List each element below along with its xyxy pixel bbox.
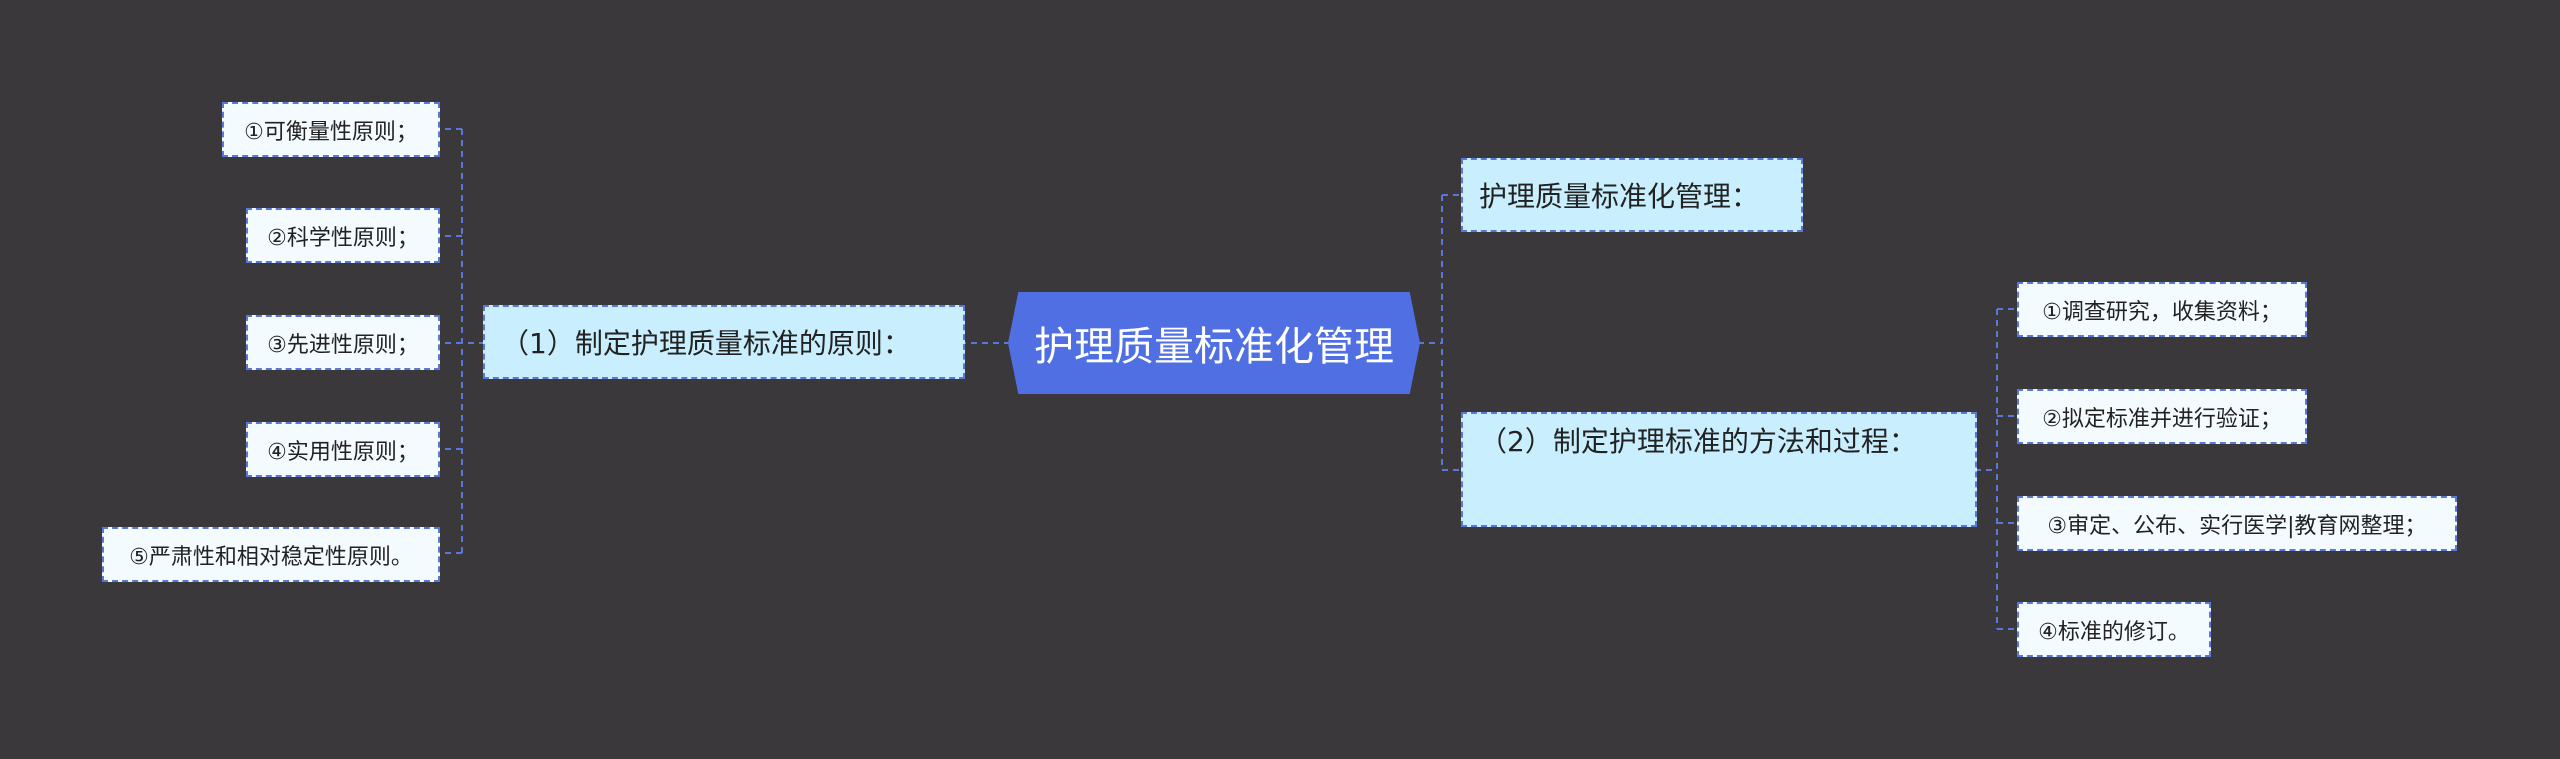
root-topic-label: 护理质量标准化管理: [1034, 324, 1394, 370]
left-branch-label: （1）制定护理质量标准的原则：: [501, 327, 911, 360]
left-leaf-1[interactable]: ①可衡量性原则；: [222, 102, 440, 157]
right-leaf-4[interactable]: ④标准的修订。: [2017, 602, 2211, 657]
left-leaf-label: ④实用性原则；: [267, 439, 419, 465]
left-leaf-label: ①可衡量性原则；: [244, 119, 418, 145]
left-leaf-2[interactable]: ②科学性原则；: [246, 208, 440, 263]
right-leaf-label: ④标准的修订。: [2038, 619, 2190, 645]
link-root-right: [1418, 195, 1443, 470]
right-branch-topic-1[interactable]: 护理质量标准化管理：: [1461, 158, 1803, 232]
right-leaf-label: ①调查研究，收集资料；: [2042, 299, 2282, 325]
link-right-trunk: [1975, 309, 1998, 629]
link-left-trunk: [461, 129, 485, 553]
right-leaf-3[interactable]: ③审定、公布、实行医学|教育网整理；: [2017, 496, 2457, 551]
right-branch-label: 护理质量标准化管理：: [1479, 180, 1760, 213]
left-leaf-label: ②科学性原则；: [267, 225, 419, 251]
right-leaf-label: ②拟定标准并进行验证；: [2042, 406, 2282, 432]
right-branch-label: （2）制定护理标准的方法和过程：: [1479, 425, 1917, 458]
right-leaf-2[interactable]: ②拟定标准并进行验证；: [2017, 389, 2307, 444]
left-leaf-4[interactable]: ④实用性原则；: [246, 422, 440, 477]
left-leaf-3[interactable]: ③先进性原则；: [246, 315, 440, 370]
left-leaf-label: ③先进性原则；: [267, 332, 419, 358]
right-branch-topic-2[interactable]: （2）制定护理标准的方法和过程：: [1461, 412, 1977, 527]
right-leaf-label: ③审定、公布、实行医学|教育网整理；: [2047, 513, 2427, 539]
left-leaf-5[interactable]: ⑤严肃性和相对稳定性原则。: [102, 527, 440, 582]
left-leaf-label: ⑤严肃性和相对稳定性原则。: [129, 544, 413, 570]
left-branch-topic[interactable]: （1）制定护理质量标准的原则：: [483, 305, 965, 379]
right-leaf-1[interactable]: ①调查研究，收集资料；: [2017, 282, 2307, 337]
root-topic[interactable]: 护理质量标准化管理: [1008, 292, 1420, 394]
